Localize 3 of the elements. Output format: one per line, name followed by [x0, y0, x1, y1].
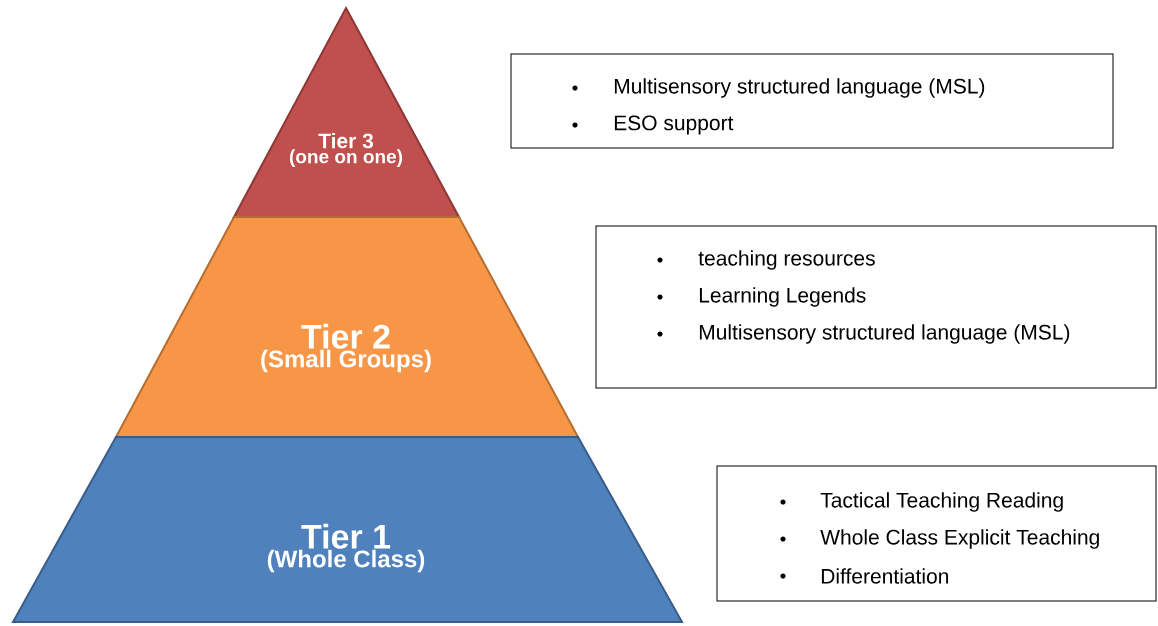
bullet-list-box: Multisensory structured language (MSL) ESO support [510, 53, 1114, 149]
bullet-list-box: teaching resources Learning Legends Multisensory structured language (MSL) [595, 225, 1157, 389]
bullet-list-box: Tactical Teaching Reading Whole Class Explicit Teaching Differentiation [716, 465, 1157, 602]
